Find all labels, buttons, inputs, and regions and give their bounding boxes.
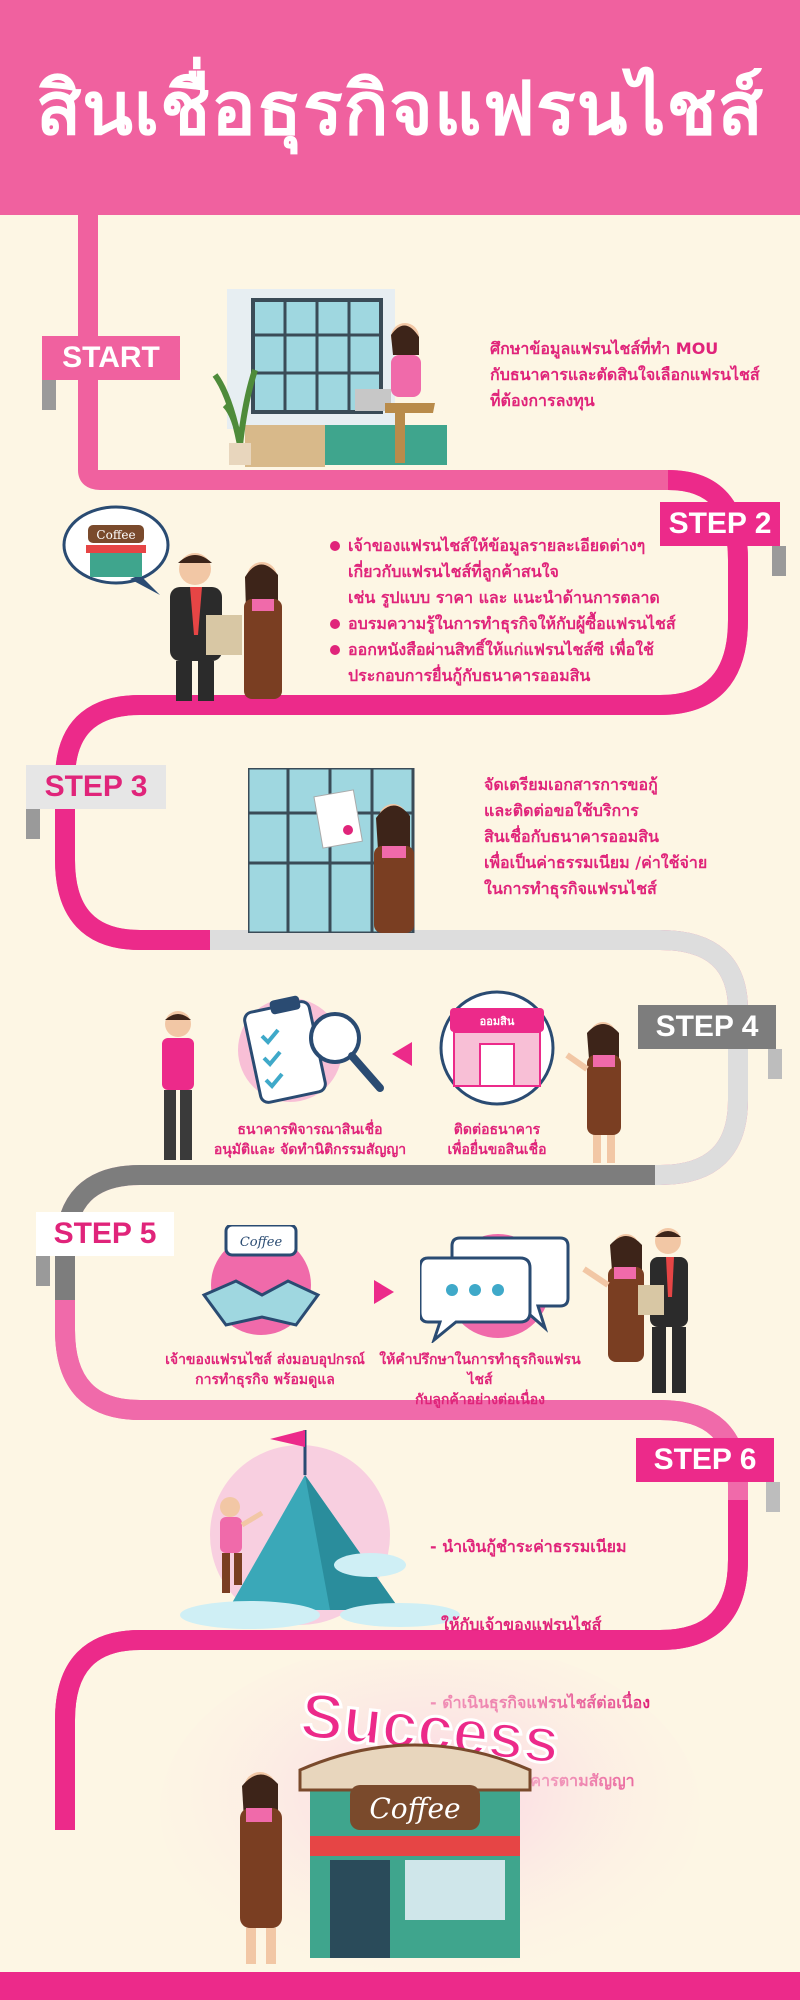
step5-cap-left-line-1: เจ้าของแฟรนไชส์ ส่งมอบอุปกรณ์	[165, 1352, 365, 1368]
bank-sign-text: ออมสิน	[480, 1015, 515, 1028]
header-banner: สินเชื่อธุรกิจแฟรนไชส์	[0, 0, 800, 215]
success-shop-sign: Coffee	[369, 1792, 460, 1825]
step6-line-2: ให้กับเจ้าของแฟรนไชส์	[430, 1615, 602, 1634]
start-line-1: ศึกษาข้อมูลแฟรนไชส์ที่ทำ MOU	[490, 339, 719, 358]
step3-description: จัดเตรียมเอกสารการขอกู้ และติดต่อขอใช้บร…	[484, 772, 784, 902]
step6-label: STEP 6	[636, 1438, 780, 1512]
two-owners-illustration	[170, 553, 282, 701]
woman-laptop-illustration	[212, 289, 447, 467]
step4-caption-right: ติดต่อธนาคาร เพื่อยื่นขอสินเชื่อ	[422, 1120, 572, 1160]
woman-document-illustration	[248, 768, 415, 933]
step2-bullet-3-line-2: ประกอบการยื่นกู้กับธนาคารออมสิน	[348, 666, 591, 685]
step5-caption-right: ให้คำปรึกษาในการทำธุรกิจแฟรนไชส์ กับลูกค…	[370, 1350, 590, 1410]
step2-bullet-3-line-1: ออกหนังสือผ่านสิทธิ์ให้แก่แฟรนไชส์ซี เพื…	[348, 640, 654, 659]
step2-bullet-1-line-2: เกี่ยวกับแฟรนไชส์ที่ลูกค้าสนใจ	[348, 562, 559, 581]
woman-pointing-illustration	[565, 1022, 621, 1163]
step3-line-3: สินเชื่อกับธนาคารออมสิน	[484, 827, 659, 846]
step3-label: STEP 3	[26, 765, 166, 839]
step6-label-text: STEP 6	[653, 1443, 757, 1476]
start-line-2: กับธนาคารและตัดสินใจเลือกแฟรนไชส์	[490, 365, 760, 384]
two-owners-clipboard-illustration	[582, 1228, 688, 1393]
step5-cap-right-line-1: ให้คำปรึกษาในการทำธุรกิจแฟรนไชส์	[379, 1352, 581, 1388]
step2-shop-sign: Coffee	[96, 528, 135, 542]
coffee-shop-bubble-icon: Coffee	[62, 505, 170, 595]
step3-line-2: และติดต่อขอใช้บริการ	[484, 801, 639, 820]
step2-description: เจ้าของแฟรนไชส์ให้ข้อมูลรายละเอียดต่างๆ …	[330, 533, 790, 689]
step4-cap-right-line-1: ติดต่อธนาคาร	[453, 1122, 541, 1138]
bank-building-icon: ออมสิน	[439, 990, 555, 1106]
step2-bullet-1: เจ้าของแฟรนไชส์ให้ข้อมูลรายละเอียดต่างๆ …	[330, 533, 790, 611]
step2-label: STEP 2	[660, 502, 786, 576]
step2-bullet-2: อบรมความรู้ในการทำธุรกิจให้กับผู้ซื้อแฟร…	[330, 611, 790, 637]
man-standing-illustration	[162, 1011, 194, 1160]
success-scene: Success Coffee	[160, 1660, 700, 1972]
footer-bar	[0, 1972, 800, 2000]
step5-cap-right-line-2: กับลูกค้าอย่างต่อเนื่อง	[414, 1392, 546, 1408]
step4-cap-left-line-2: อนุมัติและ จัดทำนิติกรรมสัญญา	[213, 1142, 407, 1158]
start-line-3: ที่ต้องการลงทุน	[490, 391, 595, 410]
step6-line-1: - นำเงินกู้ชำระค่าธรรมเนียม	[430, 1537, 627, 1556]
arrow-left-icon	[392, 1042, 412, 1066]
step4-label: STEP 4	[638, 1005, 782, 1079]
arrow-right-icon	[374, 1280, 394, 1304]
step2-bullet-3: ออกหนังสือผ่านสิทธิ์ให้แก่แฟรนไชส์ซี เพื…	[330, 637, 790, 689]
mountain-climber-illustration	[180, 1430, 460, 1629]
step5-cap-left-line-2: การทำธุรกิจ พร้อมดูแล	[195, 1372, 335, 1388]
step3-label-text: STEP 3	[44, 770, 148, 803]
step4-label-text: STEP 4	[655, 1010, 759, 1043]
step2-bullet-1-line-3: เช่น รูปแบบ ราคา และ แนะนำด้านการตลาด	[348, 588, 660, 607]
step2-label-text: STEP 2	[668, 507, 772, 540]
step5-label-text: STEP 5	[53, 1217, 157, 1250]
step2-bullet-1-line-1: เจ้าของแฟรนไชส์ให้ข้อมูลรายละเอียดต่างๆ	[348, 536, 646, 555]
chat-bubbles-icon	[420, 1234, 570, 1343]
step3-line-1: จัดเตรียมเอกสารการขอกู้	[484, 775, 658, 794]
start-label-text: START	[62, 341, 160, 374]
step2-bullet-2-line-1: อบรมความรู้ในการทำธุรกิจให้กับผู้ซื้อแฟร…	[348, 614, 676, 633]
step5-shop-sign: Coffee	[240, 1235, 283, 1250]
step4-caption-left: ธนาคารพิจารณาสินเชื่อ อนุมัติและ จัดทำนิ…	[210, 1120, 410, 1160]
handshake-coffee-icon: Coffee	[201, 1225, 321, 1335]
step4-cap-right-line-2: เพื่อยื่นขอสินเชื่อ	[447, 1142, 547, 1158]
step5-label: STEP 5	[36, 1212, 174, 1286]
start-description: ศึกษาข้อมูลแฟรนไชส์ที่ทำ MOU กับธนาคารแล…	[490, 336, 790, 414]
start-label: START	[42, 336, 180, 410]
page-title: สินเชื่อธุรกิจแฟรนไชส์	[36, 65, 764, 152]
step5-caption-left: เจ้าของแฟรนไชส์ ส่งมอบอุปกรณ์ การทำธุรกิ…	[160, 1350, 370, 1390]
step3-line-4: เพื่อเป็นค่าธรรมเนียม /ค่าใช้จ่าย	[484, 853, 708, 872]
clipboard-magnifier-icon	[238, 995, 384, 1104]
step3-line-5: ในการทำธุรกิจแฟรนไชส์	[484, 879, 657, 898]
step4-cap-left-line-1: ธนาคารพิจารณาสินเชื่อ	[237, 1122, 383, 1138]
